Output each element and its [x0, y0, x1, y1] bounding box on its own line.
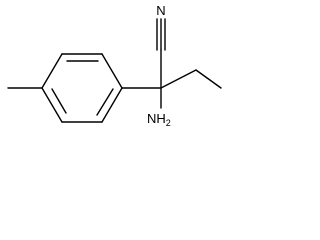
bond-ring-1	[41, 53, 63, 89]
bond-ethyl-2	[195, 69, 222, 89]
bond-ring-3	[101, 53, 123, 89]
atom-label-amine-subscript: 2	[166, 118, 171, 128]
atom-label-amine-main: NH	[147, 111, 166, 126]
bond-ethyl-1	[160, 69, 197, 89]
structure-canvas: N NH2	[7, 3, 222, 128]
bond-ring-double-2	[96, 88, 114, 116]
bond-ring-6	[41, 87, 63, 123]
atom-label-nitrile-n: N	[156, 3, 165, 18]
bond-ring-double-3	[51, 88, 67, 114]
atom-label-amine: NH2	[147, 111, 171, 128]
bond-ring-4	[101, 87, 123, 123]
